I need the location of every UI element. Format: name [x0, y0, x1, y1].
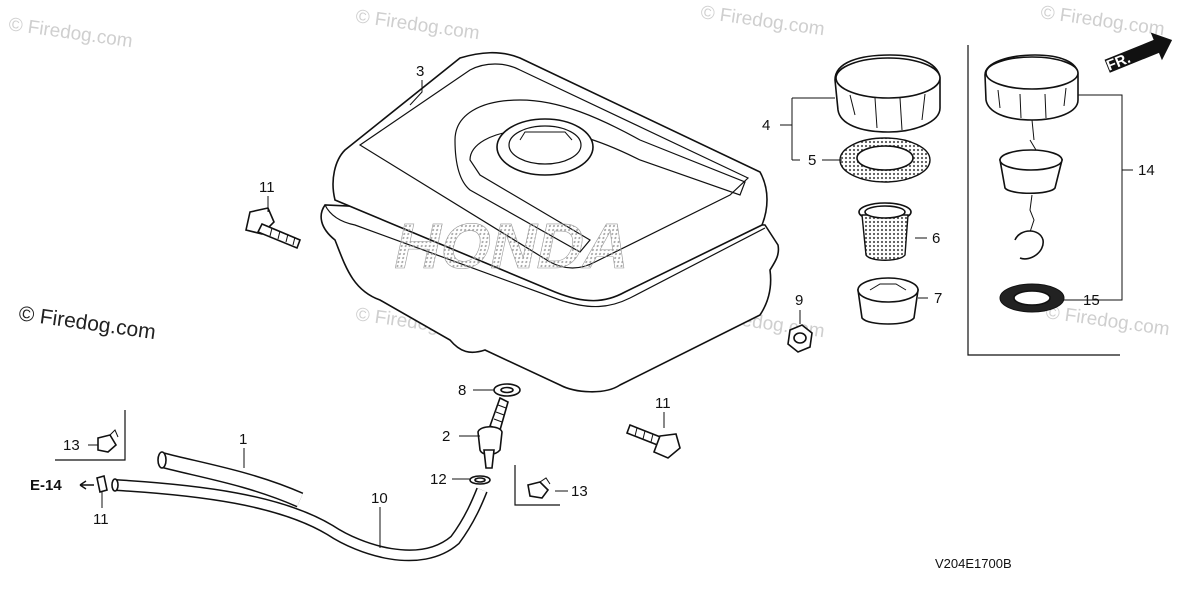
callout-9: 9: [795, 292, 803, 309]
callout-6: 6: [932, 230, 940, 247]
section-arrow-icon: [79, 480, 94, 490]
callout-11-left: 11: [93, 511, 109, 528]
tank-logo: HONDA: [388, 210, 638, 282]
tube-clip-left: [96, 474, 108, 494]
clamp-bracket-left: [55, 410, 126, 461]
callout-10: 10: [371, 490, 388, 507]
section-reference: E-14: [30, 477, 94, 494]
leader-lines: [88, 80, 1133, 548]
watermark-7: © Firedog.com: [1044, 302, 1171, 340]
filler-cap-gasket: [839, 137, 931, 183]
fuel-filler-cap: [834, 54, 941, 133]
callout-7: 7: [934, 290, 942, 307]
fuel-cock-washer: [493, 383, 521, 397]
watermark-main: © Firedog.com: [17, 302, 157, 344]
callouts: 3 11 11 4 5 6 7 9 8 2 12 1 10 11 13 13 1…: [63, 63, 1155, 528]
callout-8: 8: [458, 382, 466, 399]
callout-4: 4: [762, 117, 770, 134]
callout-13-left: 13: [63, 437, 80, 454]
strainer-retainer: [857, 277, 919, 325]
fuel-tube-short: [157, 451, 304, 508]
watermark-1: © Firedog.com: [7, 14, 134, 52]
fuel-strainer: [858, 202, 912, 261]
fuel-tube-long: [111, 478, 488, 562]
watermark-4: © Firedog.com: [1039, 2, 1166, 40]
fuel-cock: [477, 396, 509, 469]
tube-clamp-left: [97, 429, 119, 453]
callout-14: 14: [1138, 162, 1155, 179]
front-arrow-icon: [1104, 32, 1173, 73]
tube-clamp-cock-side: [527, 477, 551, 499]
callout-12-upper: 11: [259, 179, 275, 196]
flange-bolt-upper: [245, 207, 302, 250]
callout-13-cock: 13: [571, 483, 588, 500]
clamp-bracket-right: [514, 465, 560, 506]
callout-5: 5: [808, 152, 816, 169]
callout-2: 2: [442, 428, 450, 445]
callout-3: 3: [416, 63, 424, 80]
section-reference-label: E-14: [30, 477, 62, 494]
cap-group-bracket: [967, 45, 1120, 356]
callout-15: 15: [1083, 292, 1100, 309]
callout-11-cock: 12: [430, 471, 447, 488]
callout-12-lower: 11: [655, 395, 671, 412]
watermark-2: © Firedog.com: [354, 6, 481, 44]
watermark-3: © Firedog.com: [699, 2, 826, 40]
reference-code: V204E1700B: [935, 556, 1012, 571]
tube-clip-cock-side: [469, 475, 491, 485]
fuel-tank: HONDA: [320, 51, 780, 393]
hex-nut: [787, 324, 813, 353]
callout-1: 1: [239, 431, 247, 448]
fuel-cap-assembly: [984, 54, 1079, 313]
flange-bolt-lower: [625, 423, 681, 459]
